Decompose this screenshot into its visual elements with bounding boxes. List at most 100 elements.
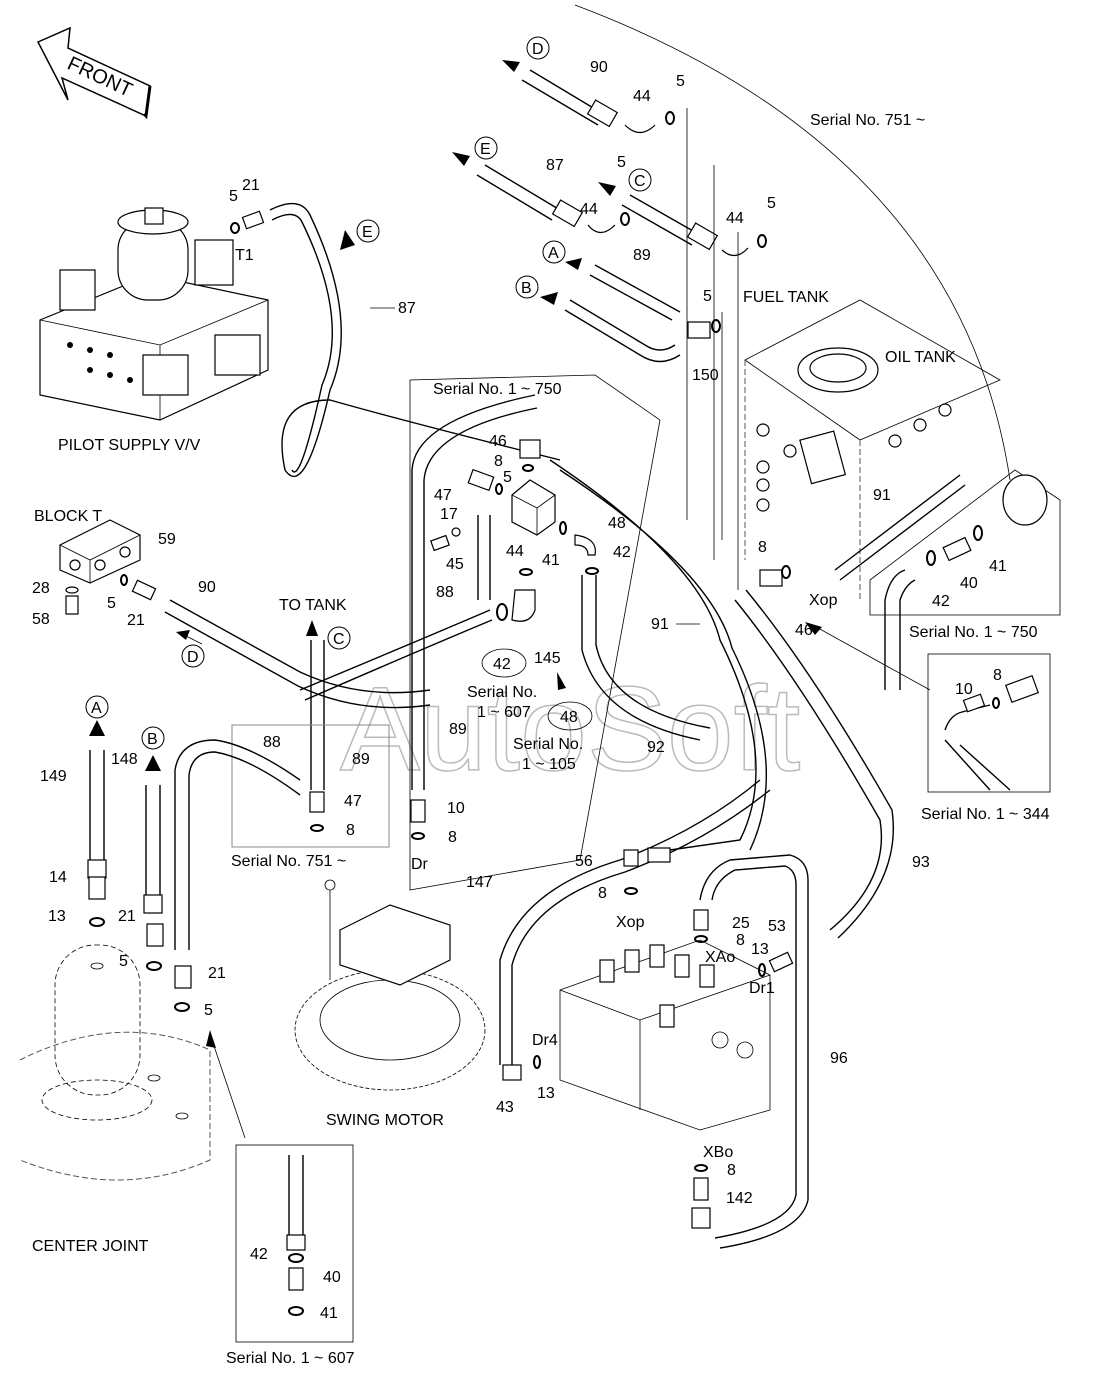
adapter-40 [288, 1267, 304, 1291]
callout-43: 43 [496, 1099, 514, 1116]
front-direction-arrow: FRONT [36, 26, 152, 120]
adapter-53 [768, 951, 794, 973]
callout-56: 56 [575, 853, 593, 870]
serial-note: Serial No. 751 ~ [810, 112, 925, 129]
callout-44: 44 [506, 543, 524, 560]
callout-5: 5 [503, 469, 512, 486]
center-joint[interactable] [19, 944, 211, 1181]
callout-13: 13 [48, 908, 66, 925]
callout-8: 8 [993, 667, 1002, 684]
serial-751-boundary-arc [574, 4, 1011, 481]
hose-87-top[interactable]: E [452, 136, 584, 228]
bolt-45 [430, 534, 450, 552]
arrow-icon [206, 1030, 216, 1048]
adapter-14 [88, 876, 106, 900]
callout-circle [481, 648, 527, 678]
hose-96[interactable] [699, 854, 809, 1249]
callout-42: 42 [493, 656, 511, 673]
callout-40: 40 [960, 575, 978, 592]
callout-91: 91 [651, 616, 669, 633]
callout-10: 10 [955, 681, 973, 698]
swing-motor[interactable] [294, 879, 486, 1091]
marker-letter: C [333, 631, 345, 648]
hose-91-mid[interactable] [549, 459, 768, 851]
o-ring [665, 111, 675, 125]
hose-fitting [647, 847, 671, 863]
hose-147[interactable] [499, 779, 771, 1065]
callout-14: 14 [49, 869, 67, 886]
main-control-valve[interactable] [559, 939, 771, 1131]
hose-93[interactable] [734, 589, 895, 939]
o-ring [310, 824, 324, 832]
hose-b-top[interactable]: B [515, 275, 681, 363]
callout-96: 96 [830, 1050, 848, 1067]
callout-8: 8 [727, 1162, 736, 1179]
inset-serial-1-344 [927, 653, 1051, 793]
callout-142: 142 [726, 1190, 753, 1207]
watermark: AutoSoft [340, 662, 800, 796]
callout-5: 5 [107, 595, 116, 612]
o-ring [519, 568, 533, 576]
o-ring [146, 961, 162, 971]
hose-91-tank[interactable] [834, 474, 966, 581]
hose-89-mid[interactable] [411, 394, 538, 790]
serial-note: 1 ~ 105 [522, 756, 576, 773]
callout-5: 5 [204, 1002, 213, 1019]
callout-53: 53 [768, 918, 786, 935]
callout-41: 41 [320, 1305, 338, 1322]
callout-58: 58 [32, 611, 50, 628]
hose-87-pilot[interactable] [269, 202, 561, 477]
leader-line [211, 1039, 246, 1139]
hose-89-top[interactable]: C [598, 168, 719, 251]
callout-5: 5 [617, 154, 626, 171]
fuel-oil-tank[interactable] [744, 299, 1001, 600]
block-t[interactable] [59, 519, 141, 584]
arrow-icon [557, 672, 566, 690]
hose-149[interactable]: A [85, 695, 109, 879]
callout-21: 21 [127, 612, 145, 629]
callout-90: 90 [198, 579, 216, 596]
o-ring [230, 222, 240, 234]
o-ring [992, 697, 1000, 709]
hose-89-tank[interactable] [310, 640, 325, 790]
callout-40: 40 [323, 1269, 341, 1286]
adapter-40 [942, 536, 972, 562]
elbow-44 [587, 224, 616, 234]
port-xop: Xop [809, 592, 838, 609]
callout-89: 89 [449, 721, 467, 738]
callout-5: 5 [229, 188, 238, 205]
inset-hose [944, 704, 1011, 791]
block-44[interactable] [511, 479, 556, 536]
adapter-21 [131, 579, 157, 601]
callout-8: 8 [736, 932, 745, 949]
o-ring [758, 963, 766, 977]
hose-88-center[interactable] [174, 739, 301, 950]
hose-fitting [691, 1207, 711, 1229]
pilot-supply-valve[interactable] [39, 207, 269, 421]
hose-a-top[interactable]: A [542, 240, 681, 321]
callout-5: 5 [703, 288, 712, 305]
hose-88-mid[interactable] [299, 609, 493, 701]
marker-letter: D [187, 649, 199, 666]
callout-149: 149 [40, 768, 67, 785]
serial-note: Serial No. 751 ~ [231, 853, 346, 870]
adapter-10 [410, 799, 426, 823]
callout-89: 89 [633, 247, 651, 264]
callout-44: 44 [580, 201, 598, 218]
hose-92[interactable] [581, 575, 711, 741]
o-ring [120, 574, 128, 586]
callout-41: 41 [989, 558, 1007, 575]
callout-46: 46 [489, 433, 507, 450]
hose-90-top[interactable]: D [502, 36, 619, 128]
adapter-fitting [241, 210, 265, 230]
callout-13: 13 [537, 1085, 555, 1102]
hose-148[interactable]: B [141, 726, 165, 914]
hose-90-block[interactable] [164, 599, 431, 709]
marker-letter: B [147, 731, 158, 748]
o-ring [694, 935, 708, 943]
callout-21: 21 [118, 908, 136, 925]
port-dr: Dr [411, 856, 429, 873]
marker-letter: B [521, 280, 532, 297]
callout-44: 44 [726, 210, 744, 227]
